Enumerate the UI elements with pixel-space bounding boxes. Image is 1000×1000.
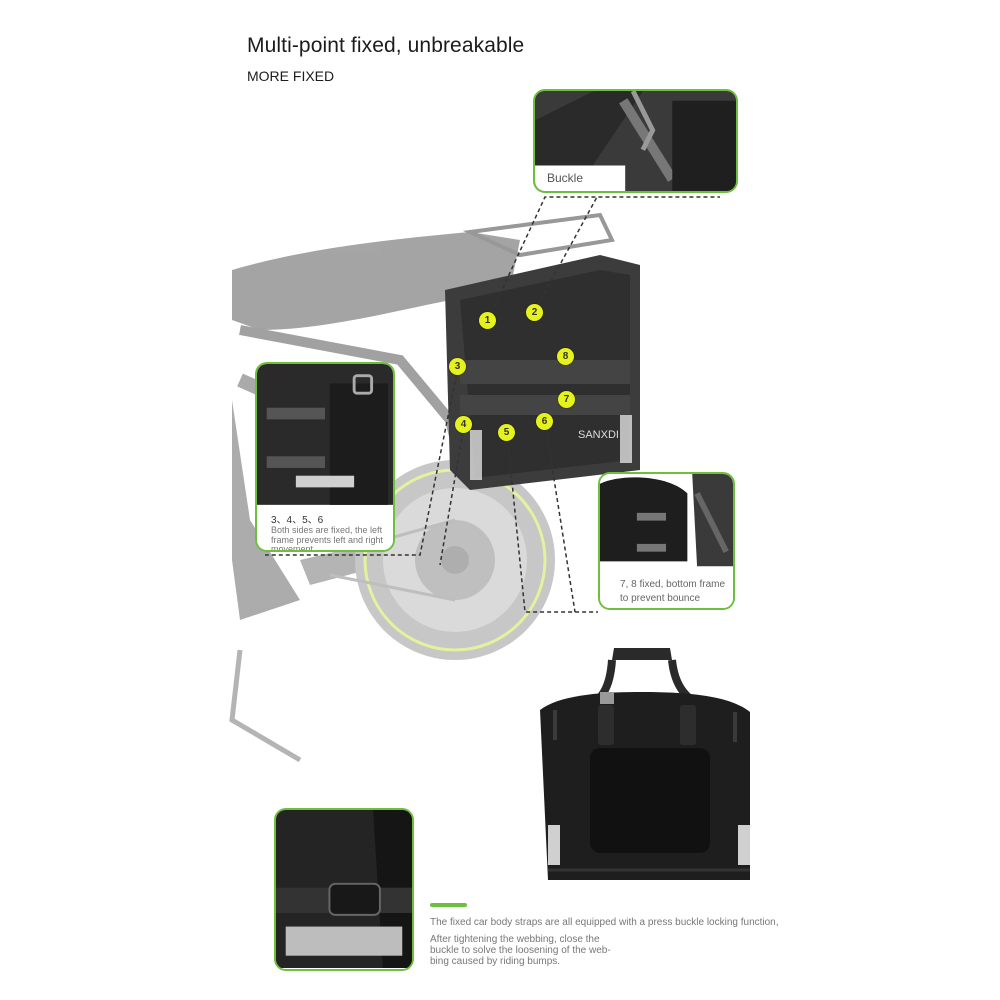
buckle-photo [535, 91, 736, 191]
callout-bottom-fixing: 7, 8 fixed, bottom frame to prevent boun… [598, 472, 735, 610]
marker-3: 3 [449, 358, 466, 375]
caption-sub: After tightening the webbing, close the … [430, 934, 630, 967]
bottom-fixing-photo [600, 474, 733, 608]
callout-buckle-label: Buckle [547, 171, 584, 185]
marker-1: 1 [479, 312, 496, 329]
side-fixing-photo [257, 364, 393, 549]
callout-strap-buckle [274, 808, 414, 971]
marker-8: 8 [557, 348, 574, 365]
marker-6: 6 [536, 413, 553, 430]
caption-sub-line-1: After tightening the webbing, close the [430, 934, 600, 945]
callout-bottom-text-2: to prevent bounce [620, 593, 701, 604]
strap-buckle-photo [276, 810, 412, 969]
callout-side-text-2: frame prevents left and right [271, 535, 384, 545]
marker-5: 5 [498, 424, 515, 441]
marker-7: 7 [558, 391, 575, 408]
product-bag [540, 648, 750, 880]
caption-sub-line-3: bing caused by riding bumps. [430, 956, 561, 967]
callout-side-numbers: 3、4、5、6 [271, 515, 324, 526]
brand-logo: SANXDI [578, 429, 619, 441]
accent-bar [430, 903, 467, 907]
caption-sub-line-2: buckle to solve the loosening of the web… [430, 945, 611, 956]
marker-2: 2 [526, 304, 543, 321]
leader-lines [265, 196, 720, 613]
callout-side-text-1: Both sides are fixed, the left [271, 525, 383, 535]
callout-bottom-text-1: 7, 8 fixed, bottom frame [620, 579, 726, 590]
saddle-bag-mounted [445, 255, 640, 490]
page-title: Multi-point fixed, unbreakable [247, 34, 525, 57]
marker-4: 4 [455, 416, 472, 433]
callout-side-text-3: movement [271, 544, 314, 552]
callout-side-fixing: 3、4、5、6 Both sides are fixed, the left f… [255, 362, 395, 552]
caption-main: The fixed car body straps are all equipp… [430, 917, 779, 928]
page-subtitle: MORE FIXED [247, 68, 335, 84]
callout-buckle: Buckle [533, 89, 738, 193]
